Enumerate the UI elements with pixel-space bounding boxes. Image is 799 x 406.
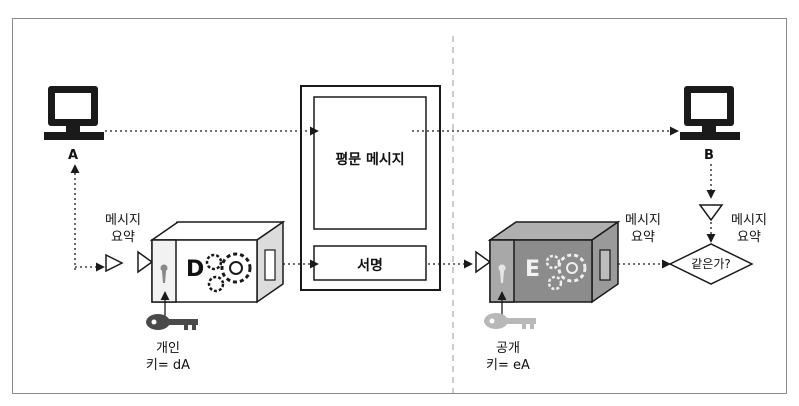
digest-mid-line2: 요약 (631, 230, 655, 245)
private-key-line1: 개인 (156, 341, 180, 356)
digest-left-line1: 메시지 (105, 213, 141, 228)
sign-box-d (149, 220, 286, 304)
verify-box-e (487, 220, 621, 304)
digest-right-line2: 요약 (737, 230, 761, 245)
box-d-letter: D (186, 257, 205, 282)
flow-lines (70, 126, 716, 272)
digest-triangle-left-2 (137, 250, 154, 274)
computer-a-label: A (68, 148, 79, 163)
digest-triangle-left (105, 253, 124, 273)
public-key-line2: 키= eA (486, 358, 530, 373)
plain-message-label: 평문 메시지 (335, 152, 405, 168)
private-key-icon (146, 314, 198, 330)
digest-left-line2: 요약 (111, 230, 135, 245)
digest-triangle-mid (475, 250, 492, 274)
public-key-icon (484, 313, 536, 329)
computer-a-icon (44, 86, 104, 140)
private-key-line2: 키= dA (145, 358, 191, 373)
box-e-letter: E (525, 257, 541, 282)
digest-right-line1: 메시지 (731, 213, 767, 228)
computer-b-icon (680, 86, 740, 140)
signature-label: 서명 (357, 258, 383, 274)
digest-triangle-right (698, 204, 724, 222)
document (300, 85, 441, 291)
gear-icon-e (545, 253, 587, 291)
diagram-frame (12, 18, 787, 394)
gear-icon (205, 252, 252, 293)
public-key-line1: 공개 (496, 341, 520, 356)
compare-label: 같은가? (691, 257, 731, 271)
digest-mid-line1: 메시지 (625, 213, 661, 228)
compare-diamond (668, 243, 754, 285)
computer-b-label: B (704, 148, 714, 163)
